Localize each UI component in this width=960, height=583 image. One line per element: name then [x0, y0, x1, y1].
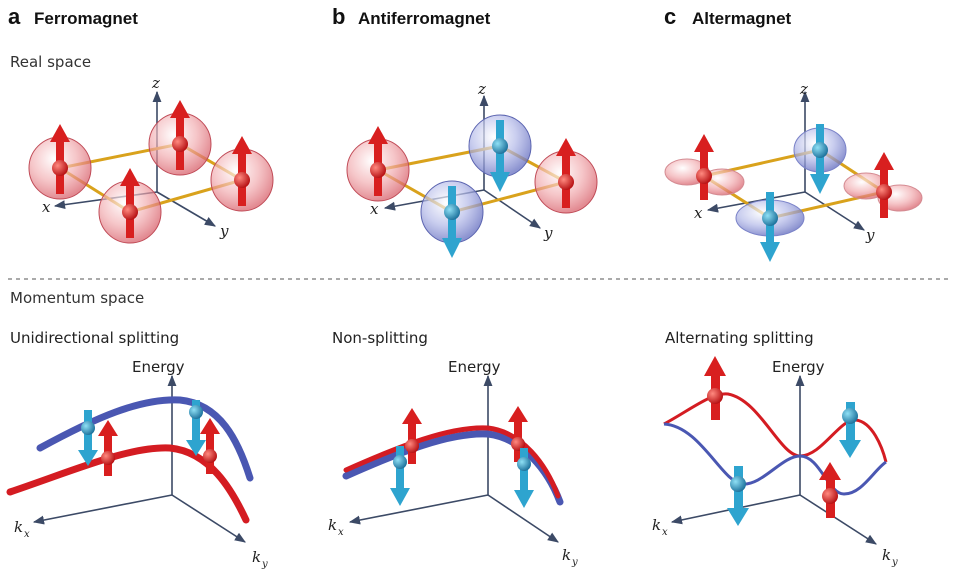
x-label: x [42, 198, 51, 216]
atom-spin-up [210, 136, 274, 212]
svg-text:y: y [571, 557, 578, 568]
ky-label: k y [252, 548, 268, 570]
ky-axis [799, 494, 877, 545]
svg-text:k: k [882, 546, 891, 564]
spin-up-arrow [508, 406, 528, 462]
energy-label: Energy [772, 358, 825, 376]
svg-text:k: k [328, 516, 337, 534]
band-spin-up [6, 444, 250, 524]
z-label: z [477, 80, 486, 98]
band-spin-up [343, 425, 561, 499]
panel-title: Ferromagnet [34, 9, 138, 28]
spin-down-arrow [78, 410, 98, 466]
atom-spin-up [28, 124, 92, 200]
kx-label: k x [652, 516, 668, 538]
panel-subtitle: Non-splitting [332, 329, 428, 347]
kx-axis [32, 494, 173, 525]
panel-letter: c [664, 4, 676, 29]
panel-subtitle: Alternating splitting [665, 329, 814, 347]
altermagnet-lattice: z x y [664, 80, 923, 262]
svg-text:y: y [891, 557, 898, 568]
spin-down-arrow [390, 446, 410, 506]
spin-down-arrow [727, 466, 749, 526]
x-label: x [694, 204, 703, 222]
spin-down-arrow [839, 402, 861, 458]
spin-up-arrow [704, 356, 726, 420]
svg-text:k: k [252, 548, 261, 566]
svg-text:x: x [338, 527, 344, 538]
svg-text:y: y [261, 559, 268, 570]
kx-label: k x [328, 516, 344, 538]
antiferromagnet-bands: Energy k x k y [328, 358, 578, 568]
altermagnet-bands: Energy k x k y [652, 356, 898, 568]
y-axis [483, 189, 541, 229]
spin-down-arrow [186, 400, 206, 456]
ky-label: k y [562, 546, 578, 568]
panel-letter: b [332, 4, 345, 29]
atom-spin-up [534, 138, 598, 214]
panel-title: Antiferromagnet [358, 9, 491, 28]
spin-up-arrow [98, 420, 118, 476]
z-label: z [151, 74, 160, 92]
y-axis [804, 191, 865, 231]
real-space-label: Real space [10, 53, 91, 71]
svg-text:k: k [562, 546, 571, 564]
y-label: y [219, 222, 229, 240]
x-label: x [370, 200, 379, 218]
energy-label: Energy [132, 358, 185, 376]
spin-up-arrow [819, 462, 841, 518]
kx-label: k x [14, 518, 30, 540]
panel-title: Altermagnet [692, 9, 792, 28]
atom-spin-up [843, 152, 923, 218]
svg-text:k: k [652, 516, 661, 534]
panel-header-b: b Antiferromagnet [332, 4, 491, 29]
y-label: y [543, 224, 553, 242]
y-label: y [865, 226, 875, 244]
atom-spin-down [735, 192, 805, 262]
z-label: z [799, 80, 808, 98]
svg-text:k: k [14, 518, 23, 536]
ferromagnet-bands: Energy k x k y [6, 358, 268, 570]
ky-label: k y [882, 546, 898, 568]
antiferromagnet-lattice: z x y [346, 80, 598, 258]
band-spin-down [663, 422, 887, 496]
atom-spin-up [148, 100, 212, 176]
atom-spin-up [98, 168, 162, 244]
atom-spin-up [346, 126, 410, 202]
panel-header-c: c Altermagnet [664, 4, 792, 29]
y-axis [156, 191, 216, 227]
momentum-space-label: Momentum space [10, 289, 144, 307]
svg-text:x: x [24, 529, 30, 540]
atom-spin-up [664, 134, 745, 200]
spin-down-arrow [514, 448, 534, 508]
spin-up-arrow [402, 408, 422, 464]
atom-spin-down [468, 114, 532, 192]
atom-spin-down [420, 180, 484, 258]
ky-axis [487, 494, 559, 543]
atom-spin-down [793, 124, 847, 194]
panel-letter: a [8, 4, 21, 29]
svg-text:x: x [662, 527, 668, 538]
panel-header-a: a Ferromagnet [8, 4, 138, 29]
ky-axis [171, 494, 246, 543]
energy-label: Energy [448, 358, 501, 376]
band-spin-down [36, 396, 254, 482]
spin-up-arrow [200, 418, 220, 474]
panel-subtitle: Unidirectional splitting [10, 329, 179, 347]
kx-axis [348, 494, 489, 525]
ferromagnet-lattice: z x y [28, 74, 274, 244]
